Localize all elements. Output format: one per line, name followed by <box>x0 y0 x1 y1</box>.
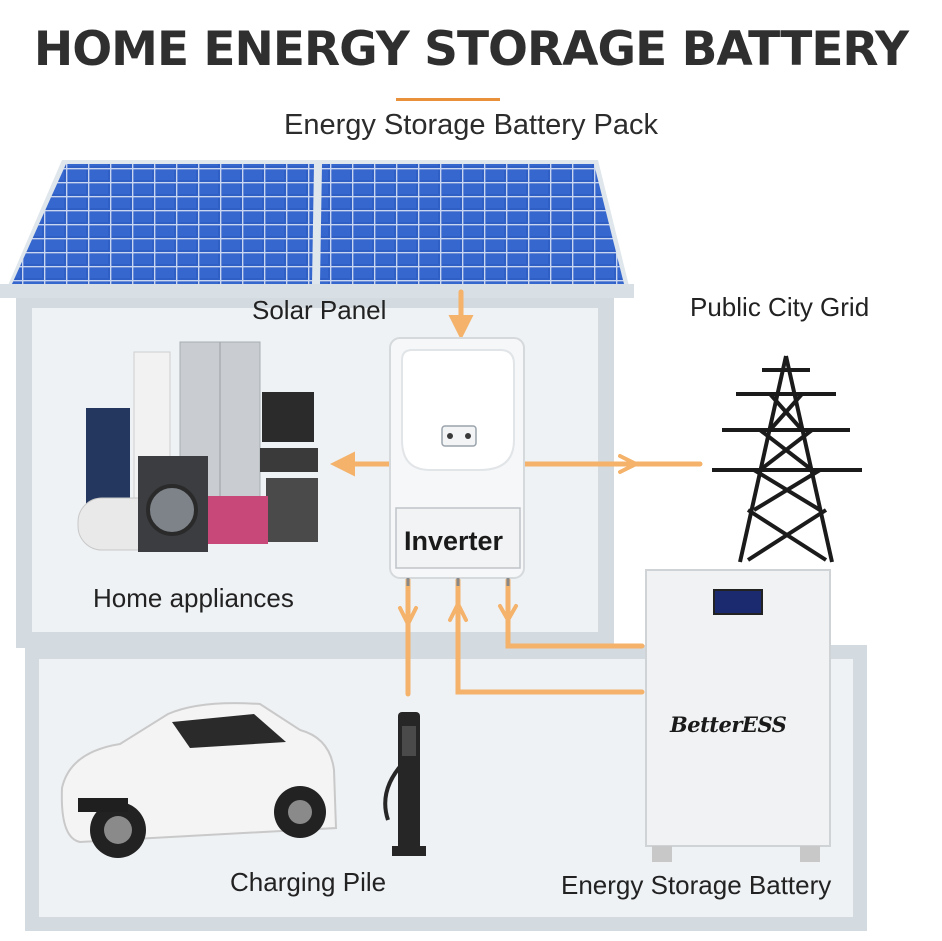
car-image <box>60 702 338 858</box>
tv <box>208 496 268 544</box>
battery-down-arrow <box>498 604 518 625</box>
charging-pile-label: Charging Pile <box>230 867 387 897</box>
battery-wheel <box>800 846 820 862</box>
public-grid-label: Public City Grid <box>690 292 870 322</box>
brand-logo: BetterESS <box>670 712 787 737</box>
solar-panel-label: Solar Panel <box>252 295 387 325</box>
inverter-unit <box>389 337 525 586</box>
charger-arrow <box>398 606 418 629</box>
power-tower <box>712 355 862 563</box>
battery-cabinet <box>645 569 831 862</box>
inverter-to-battery-line <box>505 577 645 649</box>
page-subtitle: Energy Storage Battery Pack <box>284 109 658 141</box>
home-appliances <box>77 341 318 552</box>
stove <box>260 448 318 472</box>
battery-up-arrow <box>448 599 468 622</box>
page-title: HOME ENERGY STORAGE BATTERY <box>33 22 909 77</box>
range-hood <box>262 392 314 442</box>
flow-lines <box>330 289 703 697</box>
solar-panel <box>0 160 634 298</box>
grid-arrow <box>618 454 641 474</box>
dishwasher <box>266 478 318 542</box>
inverter-label: Inverter <box>404 526 504 556</box>
title-accent-line <box>396 98 500 101</box>
battery-to-inverter-line <box>455 577 645 695</box>
battery-wheel <box>652 846 672 862</box>
energy-storage-battery-label: Energy Storage Battery <box>561 870 832 900</box>
charging-pile <box>383 712 426 856</box>
home-appliances-label: Home appliances <box>93 583 294 613</box>
